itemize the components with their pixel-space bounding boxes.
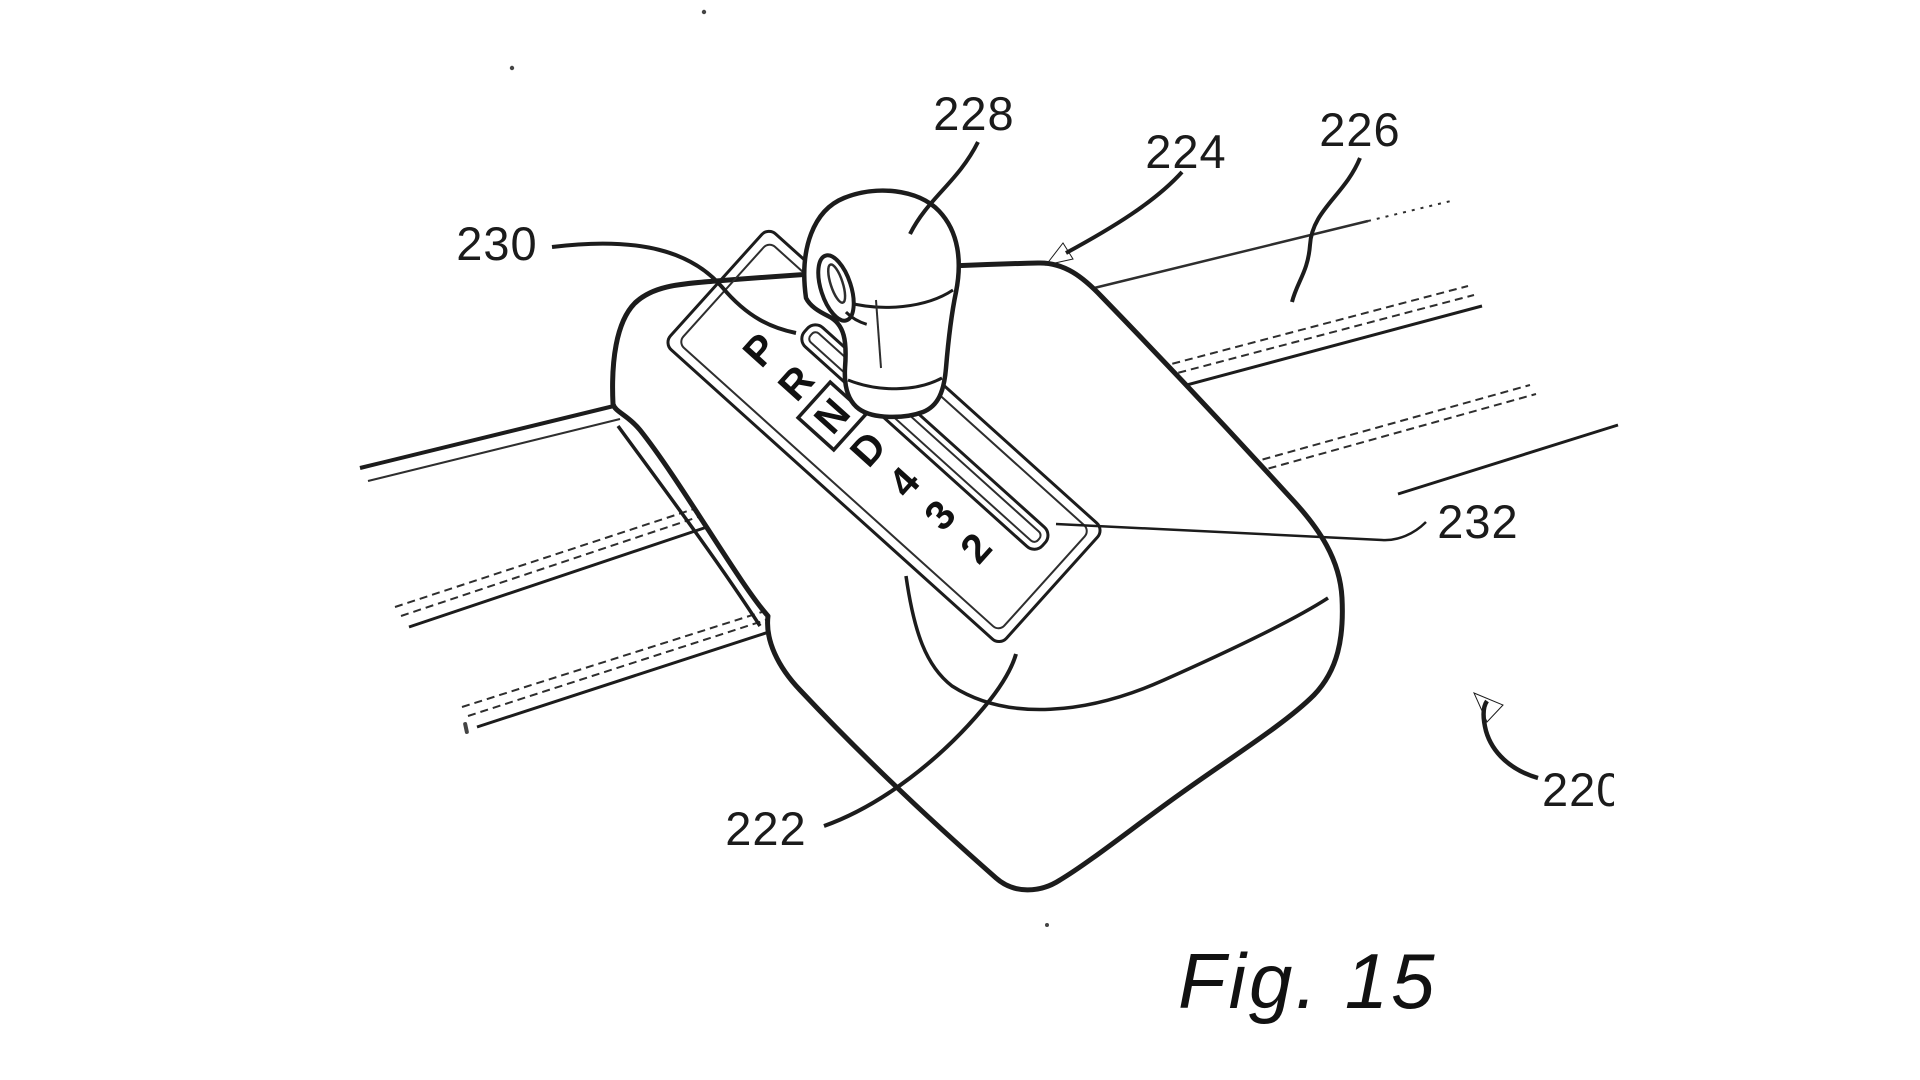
rail-line-dashed [1250, 385, 1530, 463]
ref-label-230: 230 [456, 217, 537, 270]
rail-line-dashed [1256, 394, 1536, 472]
ref-label-226: 226 [1319, 103, 1400, 156]
ref-label-228: 228 [933, 87, 1014, 140]
rail-line-dashed [462, 612, 762, 707]
rail-line-dashed [1368, 200, 1455, 221]
speck [1045, 923, 1049, 927]
rail-line [1138, 306, 1482, 398]
scan-clip-artifact [1614, 764, 1636, 814]
ref-label-232: 232 [1437, 495, 1518, 548]
speck [702, 10, 706, 14]
rail-line-dashed [395, 505, 706, 607]
console-body-outline [613, 263, 1343, 890]
rail-line-dashed [401, 513, 710, 616]
rail-line-dashed [468, 620, 766, 716]
leader-224 [1066, 172, 1182, 253]
leader-220-arrowhead [1474, 693, 1503, 722]
ref-label-224: 224 [1145, 125, 1226, 178]
rail-line-dashed [1122, 286, 1468, 377]
rail-line-dashed [1128, 295, 1474, 386]
rail-line [368, 419, 620, 481]
speck [510, 66, 514, 70]
ref-label-220: 220 [1542, 763, 1623, 816]
rail-line [360, 405, 618, 468]
figure-caption: Fig. 15 [1178, 937, 1437, 1025]
rail-line [1398, 425, 1618, 494]
ref-label-222: 222 [725, 802, 806, 855]
rail-line [477, 631, 772, 727]
leader-220 [1484, 701, 1539, 778]
rail-line [409, 524, 716, 627]
speck [463, 722, 469, 735]
